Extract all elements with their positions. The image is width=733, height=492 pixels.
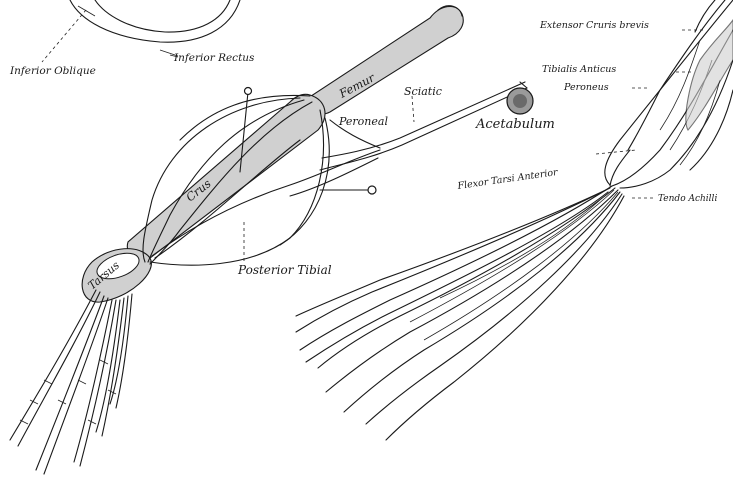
crus-bone: [127, 94, 325, 260]
label-peroneal: Peroneal: [338, 115, 388, 128]
label-inferior-oblique: Inferior Oblique: [9, 65, 96, 77]
label-inferior-rectus: Inferior Rectus: [173, 52, 255, 64]
label-peroneus: Peroneus: [563, 82, 609, 93]
tarsus-bone: [82, 248, 151, 302]
label-acetabulum: Acetabulum: [475, 117, 555, 132]
label-posterior-tibial: Posterior Tibial: [237, 263, 332, 277]
label-tendo-achillis: Tendo Achilli: [658, 194, 717, 204]
label-flexor-tarsi-anterior: Flexor Tarsi Anterior: [456, 167, 560, 192]
acetabulum: [507, 88, 533, 114]
label-tibialis-anticus: Tibialis Anticus: [542, 64, 616, 75]
label-extensor-cruris-brevis: Extensor Cruris brevis: [539, 20, 649, 31]
nerves: [152, 82, 527, 256]
toes-left: [10, 290, 132, 474]
inferior-oblique-leader: [42, 10, 86, 62]
label-sciatic: Sciatic: [404, 85, 442, 98]
